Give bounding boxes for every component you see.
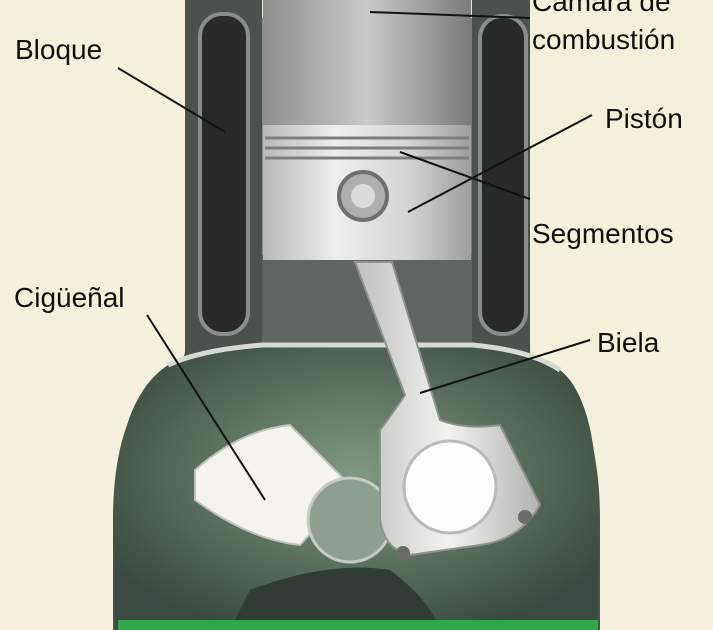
left-water-jacket bbox=[200, 14, 248, 334]
right-water-jacket bbox=[480, 16, 526, 334]
label-segmentos: Segmentos bbox=[532, 218, 674, 250]
crank-pin bbox=[404, 441, 496, 533]
rod-bolt-right bbox=[518, 510, 532, 524]
label-piston: Pistón bbox=[605, 103, 683, 135]
piston-crown bbox=[263, 0, 471, 125]
label-biela: Biela bbox=[597, 327, 659, 359]
label-combustion: combustión bbox=[532, 24, 675, 56]
label-camara-de: Cámara de bbox=[532, 0, 671, 18]
base-stripe bbox=[118, 620, 598, 630]
rod-bolt-left bbox=[396, 546, 410, 560]
piston-pin-core bbox=[351, 184, 375, 208]
label-bloque: Bloque bbox=[15, 34, 102, 66]
label-ciguenal: Cigüeñal bbox=[14, 282, 125, 314]
